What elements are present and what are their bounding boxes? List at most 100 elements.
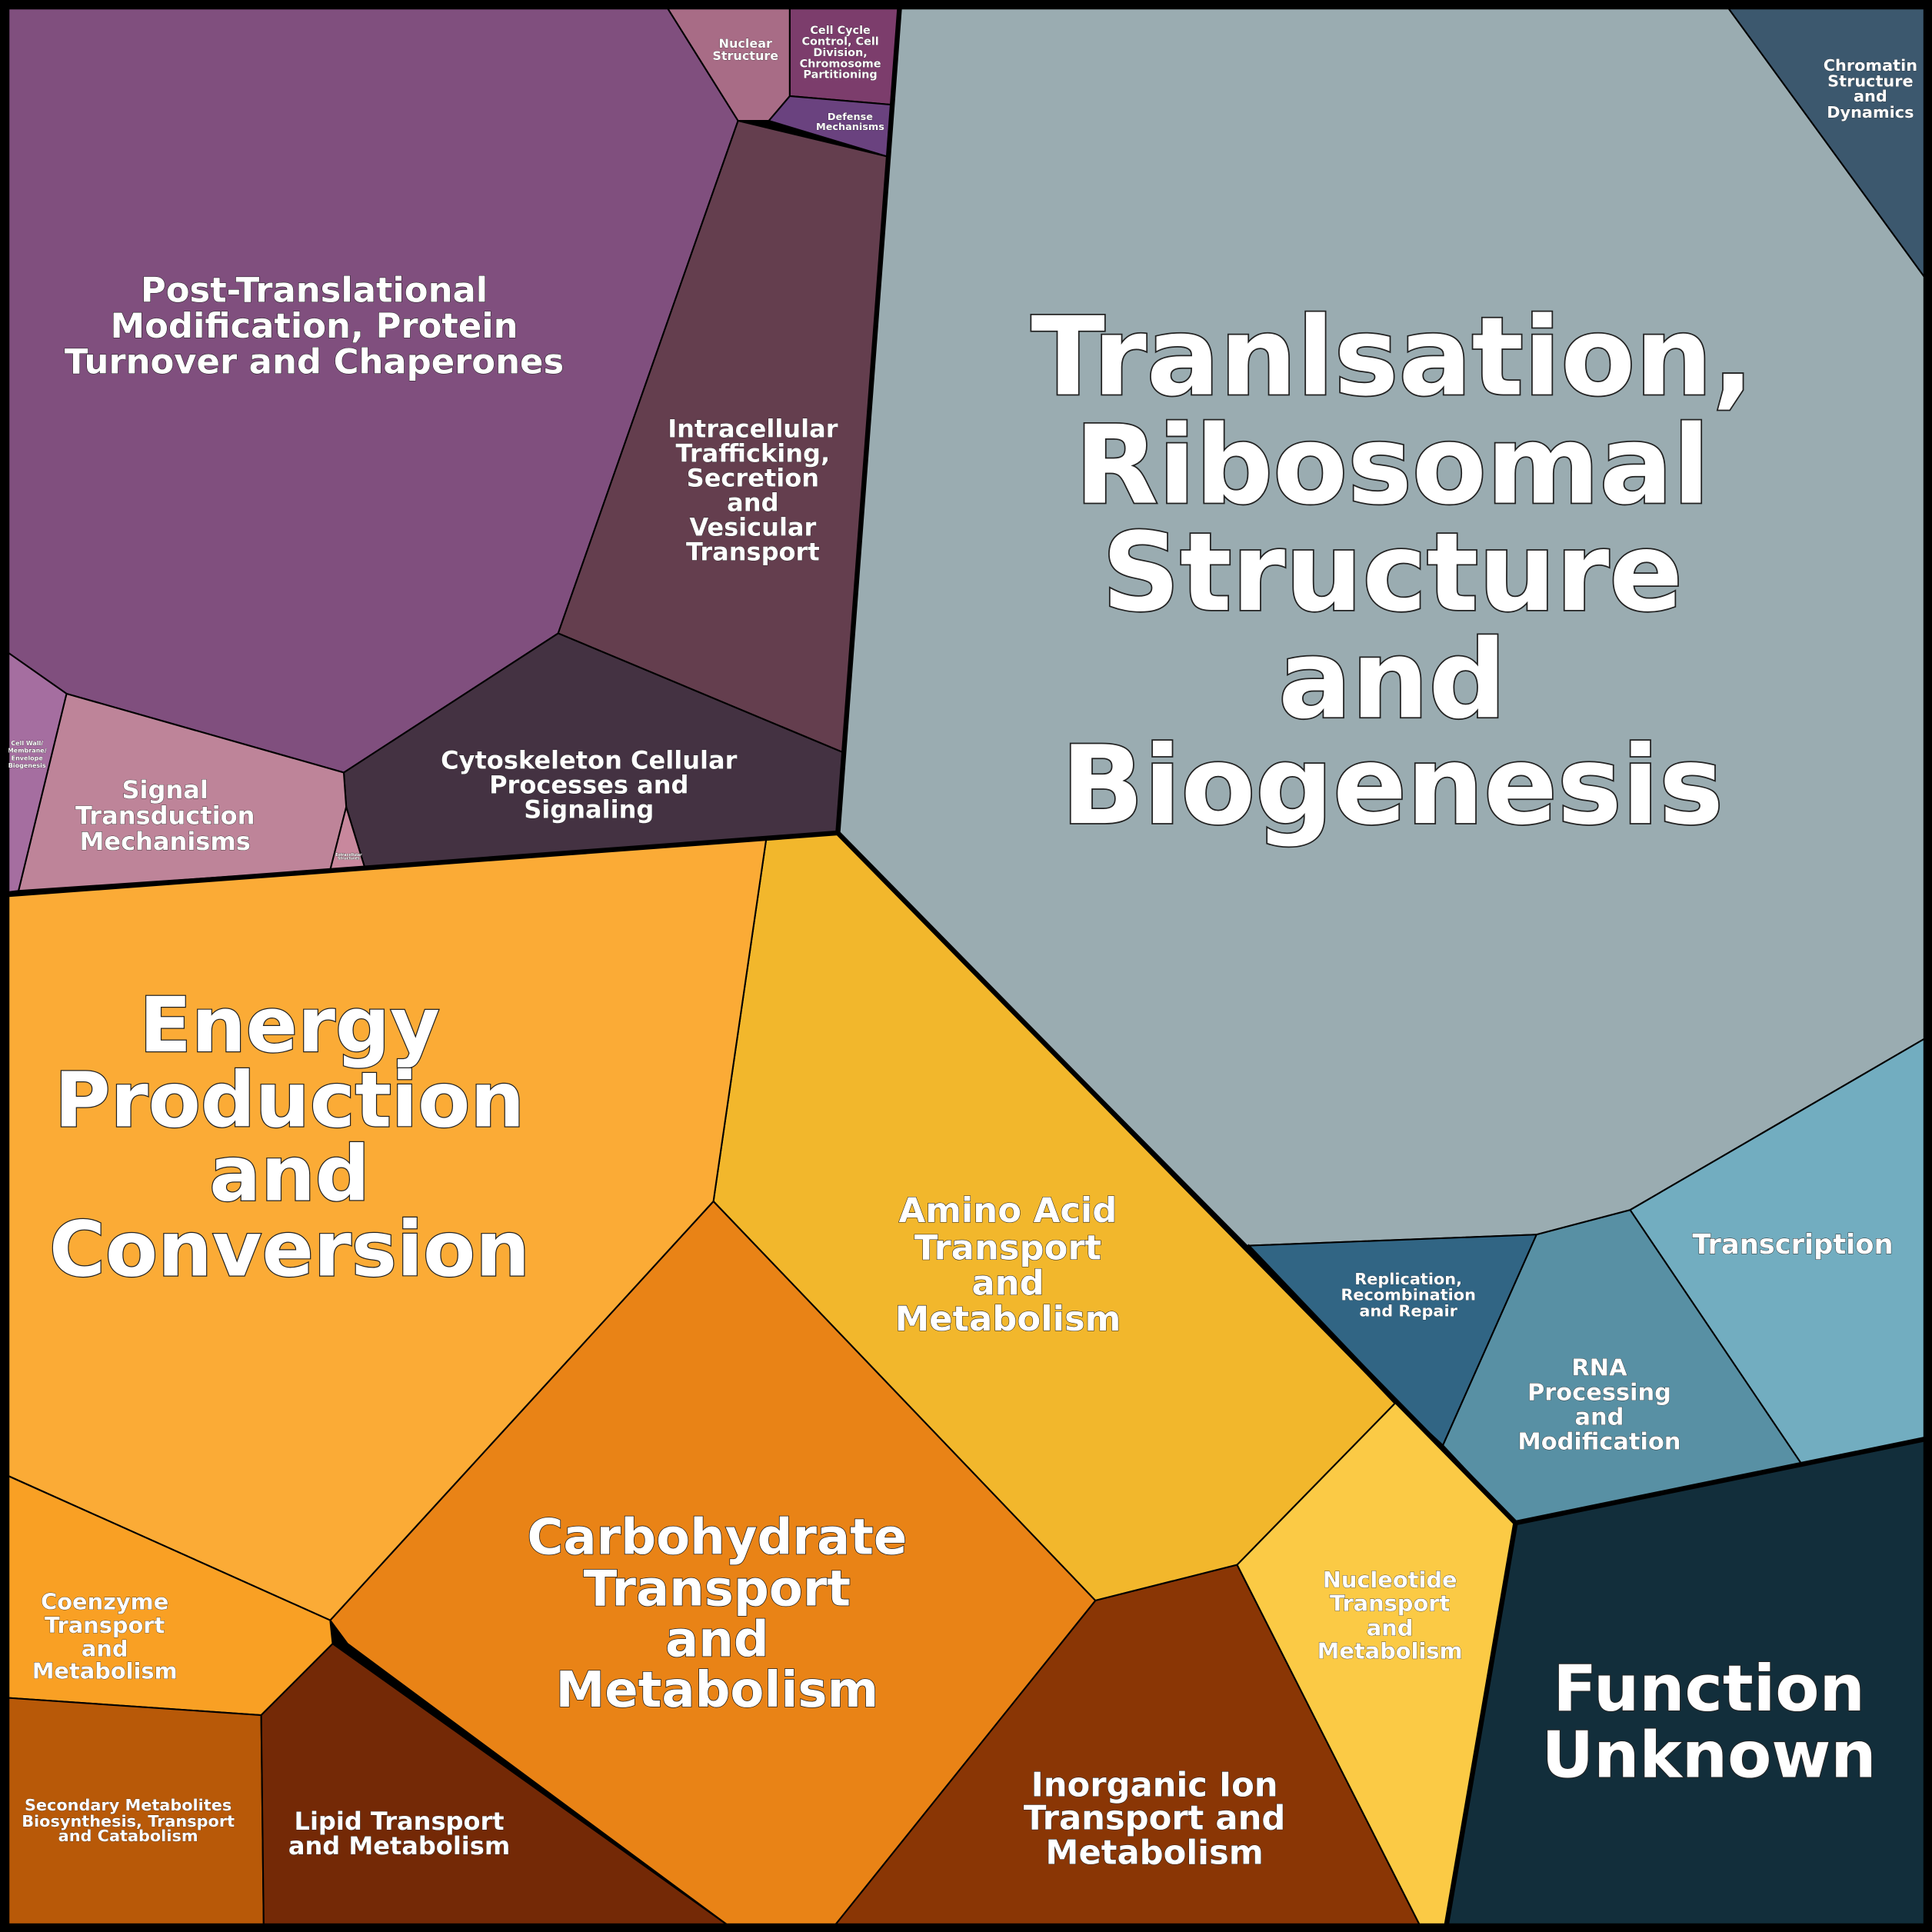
label-line: Trafficking,: [676, 439, 831, 468]
label-line: and: [82, 1636, 128, 1662]
label-line: Division,: [813, 47, 867, 59]
label-line: Membrane/: [8, 747, 47, 754]
label-line: Nucleotide: [1323, 1567, 1457, 1593]
label-line: and: [1278, 617, 1506, 743]
label-line: Modification, Protein: [110, 305, 518, 345]
label-line: Transport and: [1024, 1800, 1285, 1838]
label-line: Intracellular: [668, 415, 838, 444]
label-line: and: [1854, 87, 1887, 105]
label-line: Transcription: [1692, 1229, 1893, 1261]
label-line: Metabolism: [555, 1662, 878, 1719]
label-line: Signaling: [524, 795, 654, 824]
label-line: Unknown: [1541, 1717, 1876, 1792]
label-line: Structures: [338, 856, 360, 861]
label-line: Turnover and Chaperones: [65, 341, 564, 381]
label-line: Metabolism: [895, 1298, 1121, 1339]
label-line: Metabolism: [1317, 1638, 1463, 1664]
label-line: and: [971, 1262, 1044, 1303]
label-line: Production: [55, 1056, 525, 1144]
label-line: Transport: [914, 1227, 1101, 1267]
label-line: Transport: [45, 1612, 165, 1638]
label-line: Chromosome: [800, 58, 881, 70]
label-line: Transport: [1330, 1590, 1451, 1616]
group-boundaries: [8, 8, 1926, 1925]
label-line: Energy: [139, 981, 440, 1069]
label-line: RNA: [1571, 1354, 1627, 1381]
label-line: and: [1367, 1614, 1414, 1641]
label-line: Replication,: [1354, 1270, 1462, 1288]
label-line: Signal: [122, 775, 208, 804]
label-line: Mechanisms: [816, 122, 884, 133]
label-line: Transport: [686, 538, 820, 567]
label-line: Post-Translational: [141, 269, 488, 310]
label-line: Extracellular: [335, 852, 362, 857]
label-line: Cell Wall/: [11, 740, 43, 747]
label-line: Defense: [828, 112, 873, 123]
label-line: Structure: [712, 48, 778, 63]
label-line: Processing: [1527, 1379, 1671, 1406]
label-line: and Repair: [1359, 1302, 1457, 1321]
label-line: Carbohydrate: [527, 1509, 907, 1566]
label-line: Lipid Transport: [295, 1807, 505, 1836]
label-line: Mechanisms: [80, 827, 251, 856]
label-line: and Catabolism: [58, 1827, 198, 1845]
label-line: Function: [1553, 1651, 1865, 1725]
label-line: and Metabolism: [288, 1831, 510, 1860]
label-line: Biosynthesis, Transport: [22, 1812, 235, 1830]
label-line: and: [727, 488, 778, 518]
label-line: Coenzyme: [41, 1589, 168, 1615]
label-line: Ribosomal: [1074, 403, 1710, 529]
label-line: Transport: [584, 1561, 851, 1618]
label-line: Vesicular: [689, 513, 816, 542]
label-line: Cytoskeleton Cellular: [441, 745, 738, 774]
label-line: Biogenesis: [1061, 723, 1724, 849]
label-line: Structure: [1827, 72, 1914, 91]
label-line: Secretion: [687, 464, 819, 493]
label-line: Partitioning: [803, 69, 877, 82]
label-line: Chromatin: [1824, 56, 1917, 75]
label-line: Envelope: [12, 754, 44, 761]
label-line: and: [1574, 1404, 1624, 1431]
label-line: Inorganic Ion: [1031, 1766, 1278, 1804]
label-line: Tranlsation,: [1031, 295, 1754, 421]
label-line: Amino Acid: [899, 1190, 1118, 1231]
label-line: Biogenesis: [8, 761, 46, 768]
label-transcription: Transcription: [1692, 1229, 1893, 1261]
label-line: Modification: [1517, 1428, 1681, 1455]
label-line: Control, Cell: [801, 35, 878, 48]
label-line: Metabolism: [1045, 1834, 1263, 1872]
label-line: Structure: [1102, 510, 1683, 636]
label-line: Conversion: [49, 1205, 530, 1294]
label-line: Recombination: [1341, 1286, 1476, 1304]
label-line: Dynamics: [1827, 103, 1914, 122]
label-line: Secondary Metabolites: [25, 1796, 232, 1814]
label-line: Transduction: [75, 801, 255, 831]
label-line: and: [209, 1130, 370, 1218]
label-line: and: [665, 1611, 769, 1668]
label-line: Processes and: [489, 771, 688, 800]
